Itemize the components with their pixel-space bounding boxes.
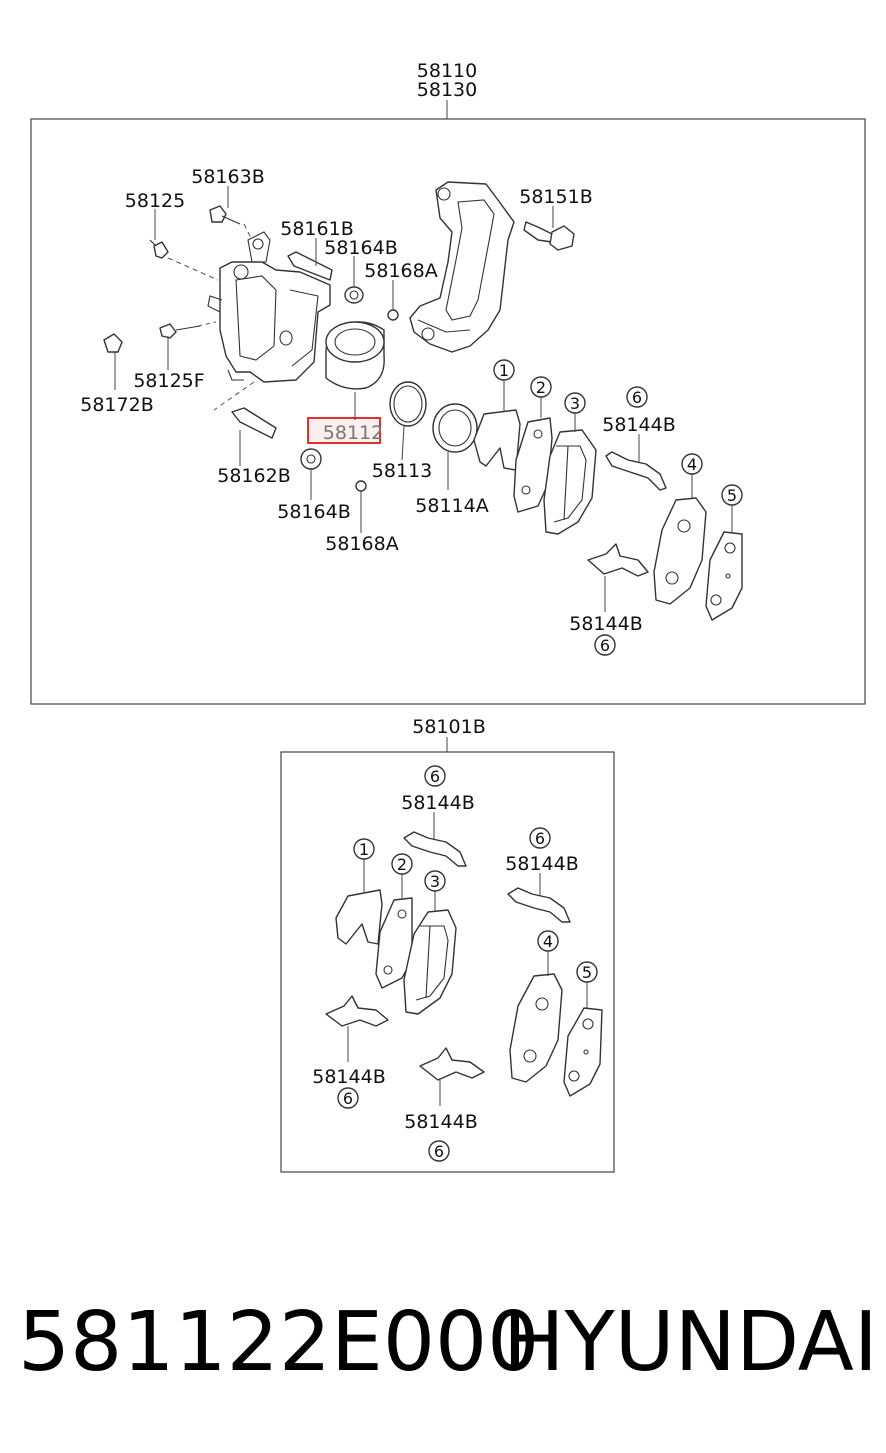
svg-text:6: 6	[600, 636, 610, 655]
guide-pin-58162B-drawing	[231, 407, 277, 439]
svg-text:4: 4	[687, 455, 697, 474]
kit-callout-5: 5	[576, 961, 598, 983]
spring-clip-6b-drawing	[587, 543, 649, 577]
bolt-58151B-drawing	[523, 221, 575, 251]
label-58125: 58125	[125, 190, 185, 212]
shim-1-drawing	[473, 409, 521, 471]
kit-spring-clip-bottom-drawing	[419, 1047, 485, 1081]
svg-text:1: 1	[499, 361, 509, 380]
label-58144B-b: 58144B	[569, 613, 642, 635]
svg-text:2: 2	[397, 855, 407, 874]
label-58168A-b: 58168A	[325, 533, 398, 555]
hose-fitting-58125F-drawing	[159, 323, 201, 339]
clip-58172B-drawing	[103, 333, 123, 353]
label-58172B: 58172B	[80, 394, 153, 416]
kit-shim-5-drawing	[563, 1007, 603, 1097]
footer-caption: 581122E000 HYUNDAI	[18, 1293, 878, 1393]
callout-4: 4	[681, 453, 703, 475]
assembly-frame	[30, 118, 866, 705]
guide-pin-58161B-drawing	[287, 251, 333, 281]
svg-text:2: 2	[536, 378, 546, 397]
bushing-58164B-a-drawing	[344, 286, 364, 304]
kit-callout-4: 4	[537, 930, 559, 952]
kit-callout-2: 2	[391, 853, 413, 875]
kit-label-58144B-right: 58144B	[505, 853, 578, 875]
kit-callout-6-right: 6	[529, 827, 551, 849]
kit-label-58144B-left: 58144B	[312, 1066, 385, 1088]
piston-seal-58113-drawing	[389, 381, 427, 427]
cap-58168A-a-drawing	[387, 309, 399, 321]
svg-text:3: 3	[570, 394, 580, 413]
kit-spring-clip-right-drawing	[507, 887, 571, 923]
kit-label-58144B-bottom: 58144B	[404, 1111, 477, 1133]
callout-1: 1	[493, 359, 515, 381]
svg-text:1: 1	[359, 840, 369, 859]
brand-name: HYUNDAI	[502, 1295, 878, 1390]
kit-frame	[280, 751, 615, 1173]
kit-callout-6-top: 6	[424, 765, 446, 787]
label-58125F: 58125F	[133, 370, 204, 392]
kit-callout-1: 1	[353, 838, 375, 860]
caliper-bracket-drawing	[409, 181, 515, 353]
label-58162B: 58162B	[217, 465, 290, 487]
shim-2-drawing	[513, 417, 553, 513]
kit-shim-1-drawing	[335, 889, 383, 945]
kit-shim-2-drawing	[375, 897, 413, 989]
part-number: 581122E000	[18, 1295, 540, 1390]
label-58112[interactable]: 58112	[323, 422, 383, 444]
pad-4-drawing	[653, 497, 707, 605]
kit-spring-clip-left-drawing	[325, 995, 389, 1027]
svg-text:6: 6	[343, 1089, 353, 1108]
pad-3-drawing	[543, 429, 597, 535]
callout-6b: 6	[594, 634, 616, 656]
piston-boot-58114A-drawing	[432, 403, 478, 453]
label-58151B: 58151B	[519, 186, 592, 208]
label-58163B: 58163B	[191, 166, 264, 188]
caliper-body-drawing	[207, 231, 331, 383]
cap-58168A-b-drawing	[355, 480, 367, 492]
callout-6a: 6	[626, 386, 648, 408]
kit-label-58101B: 58101B	[412, 716, 485, 738]
kit-leaders	[347, 812, 588, 1106]
svg-text:6: 6	[632, 388, 642, 407]
shim-5-drawing	[705, 531, 743, 621]
spring-clip-6a-drawing	[605, 451, 667, 491]
piston-58112-drawing	[325, 321, 385, 390]
assembly-label-58130: 58130	[417, 79, 477, 101]
kit-callout-6-left: 6	[337, 1087, 359, 1109]
svg-text:5: 5	[582, 963, 592, 982]
assembly-label-58110: 58110	[417, 60, 477, 82]
kit-pad-3-drawing	[403, 909, 457, 1015]
label-58113: 58113	[372, 460, 432, 482]
label-58114A: 58114A	[415, 495, 488, 517]
label-58164B-b: 58164B	[277, 501, 350, 523]
svg-text:6: 6	[430, 767, 440, 786]
kit-spring-clip-top-drawing	[403, 831, 467, 867]
callout-5: 5	[721, 484, 743, 506]
bleeder-58125-drawing	[149, 239, 169, 259]
kit-pad-4-drawing	[509, 973, 563, 1083]
highlight-box-58112[interactable]	[307, 417, 381, 444]
bolt-58163B-drawing	[209, 205, 241, 225]
kit-label-58144B-top: 58144B	[401, 792, 474, 814]
svg-text:4: 4	[543, 932, 553, 951]
alignment-lines	[167, 223, 255, 411]
label-58164B-a: 58164B	[324, 237, 397, 259]
label-58168A-a: 58168A	[364, 260, 437, 282]
svg-text:6: 6	[535, 829, 545, 848]
bushing-58164B-b-drawing	[300, 448, 322, 470]
svg-text:5: 5	[727, 486, 737, 505]
label-58144B-a: 58144B	[602, 414, 675, 436]
parts-diagram: 58110 58130	[30, 60, 866, 1173]
label-58161B: 58161B	[280, 218, 353, 240]
svg-text:3: 3	[430, 872, 440, 891]
callout-3: 3	[564, 392, 586, 414]
top-leaders	[114, 186, 733, 612]
kit-callout-3: 3	[424, 870, 446, 892]
kit-callout-6-bottom: 6	[428, 1140, 450, 1162]
callout-2: 2	[530, 376, 552, 398]
svg-text:6: 6	[434, 1142, 444, 1161]
